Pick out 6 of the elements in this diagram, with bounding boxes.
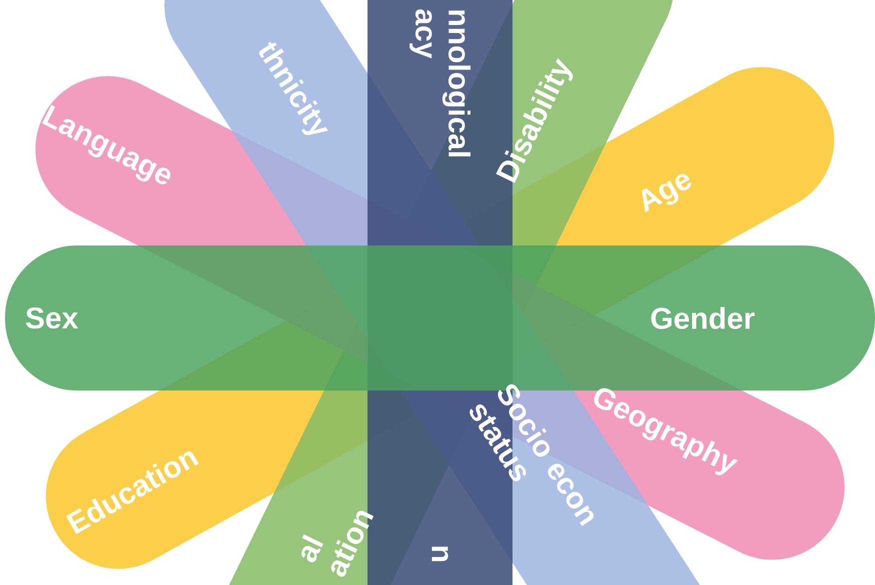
band-label: al ation (302, 510, 374, 577)
band-label: Gender (651, 306, 755, 329)
band-label: Age (642, 174, 692, 212)
band-label: nnological acy (410, 9, 470, 156)
band-label: u (432, 546, 448, 562)
band-label: Sex (26, 307, 78, 329)
